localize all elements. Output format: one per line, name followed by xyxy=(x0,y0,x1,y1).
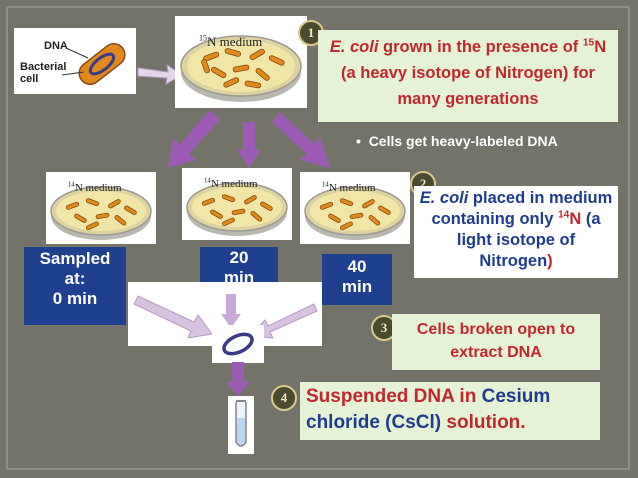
isotope-superscript: 14 xyxy=(322,181,329,189)
test-tube-panel xyxy=(228,396,254,454)
test-tube-icon xyxy=(235,400,247,447)
step-4-badge: 4 xyxy=(271,385,297,411)
petri-dish-icon xyxy=(180,35,302,102)
medium-text: N medium xyxy=(207,34,263,49)
bullet-icon: • xyxy=(356,133,369,149)
medium-text: N medium xyxy=(74,182,122,194)
step-1-box: E. coli grown in the presence of 15N (a … xyxy=(318,30,618,122)
time-20-line-a: 20 xyxy=(229,248,249,267)
step-2-box: E. coli placed in medium containing only… xyxy=(414,186,618,278)
isotope-superscript: 15 xyxy=(582,37,595,49)
arrow-to-top-dish xyxy=(137,63,183,85)
dish-15n: 15N medium xyxy=(175,16,307,108)
dish-label: 14N medium xyxy=(322,181,376,194)
bullet-text: Cells get heavy-labeled DNA xyxy=(368,133,558,149)
nitrogen-symbol: N xyxy=(569,210,582,228)
dna-ring-icon xyxy=(222,332,254,356)
time-0-line-a: Sampled xyxy=(39,249,111,268)
step-1-text-a: grown in the presence of xyxy=(378,38,583,56)
step-4-text-b: chloride (CsCl) xyxy=(306,412,442,433)
step-2-text-b: (a light isotope of Nitrogen xyxy=(456,210,601,270)
step-1-text-b: N (a heavy isotope of Nitrogen) for many… xyxy=(341,38,607,108)
step-2-text: E. coli placed in medium containing only… xyxy=(414,186,618,272)
time-box-40min: 40 min xyxy=(322,254,392,305)
step-4-text-a: Suspended DNA in xyxy=(306,386,482,407)
petri-dish-icon xyxy=(304,186,406,240)
bacterial-cell-figure: DNA Bacterial cell xyxy=(14,28,136,94)
ecoli-italic: E. coli xyxy=(419,189,469,207)
ecoli-italic: E. coli xyxy=(329,38,379,56)
dna-ring-panel xyxy=(212,325,264,363)
time-40-line-b: min xyxy=(341,277,373,296)
dish-14n-40min: 14N medium xyxy=(300,172,410,244)
step-4-text-c: solution. xyxy=(441,412,526,433)
isotope-superscript: 14 xyxy=(68,181,75,189)
step-3-box: Cells broken open to extract DNA xyxy=(392,314,600,370)
step-4-cesium: Cesium xyxy=(481,386,551,407)
isotope-superscript: 15 xyxy=(199,33,208,43)
bacterial-cell-label: Bacterial cell xyxy=(20,61,67,85)
arrow-to-tube xyxy=(226,362,250,396)
petri-dish-icon xyxy=(50,186,152,240)
step-4-text: Suspended DNA in Cesium chloride (CsCl) … xyxy=(300,382,600,436)
slide-frame xyxy=(6,6,630,470)
dna-label: DNA xyxy=(44,40,68,52)
medium-text: N medium xyxy=(210,178,258,190)
step-2-text-a: placed in medium containing only xyxy=(431,189,613,228)
dish-14n-20min: 14N medium xyxy=(182,168,292,240)
branch-arrows xyxy=(168,110,330,168)
step-1-text: E. coli grown in the presence of 15N (a … xyxy=(318,30,618,112)
medium-text: N medium xyxy=(328,182,376,194)
petri-dish-icon xyxy=(186,182,288,236)
time-0-line-c: 0 min xyxy=(52,289,98,308)
dish-label: 14N medium xyxy=(204,177,258,190)
dish-label: 14N medium xyxy=(68,181,122,194)
step-2-text-c: ) xyxy=(547,252,553,270)
time-box-0min: Sampled at: 0 min xyxy=(24,247,126,325)
time-0-line-b: at: xyxy=(64,269,86,288)
time-40-line-a: 40 xyxy=(347,257,367,276)
dish-14n-0min: 14N medium xyxy=(46,172,156,244)
dish-15n-label: 15N medium xyxy=(199,34,262,50)
isotope-superscript: 14 xyxy=(204,177,211,185)
step-3-text: Cells broken open to extract DNA xyxy=(416,321,576,361)
converging-arrows xyxy=(133,294,318,339)
step-4-box: Suspended DNA in Cesium chloride (CsCl) … xyxy=(300,382,600,440)
bullet-heavy-dna: • Cells get heavy-labeled DNA xyxy=(356,133,558,149)
bacterial-cell-icon xyxy=(61,43,126,85)
isotope-superscript: 14 xyxy=(557,209,570,221)
